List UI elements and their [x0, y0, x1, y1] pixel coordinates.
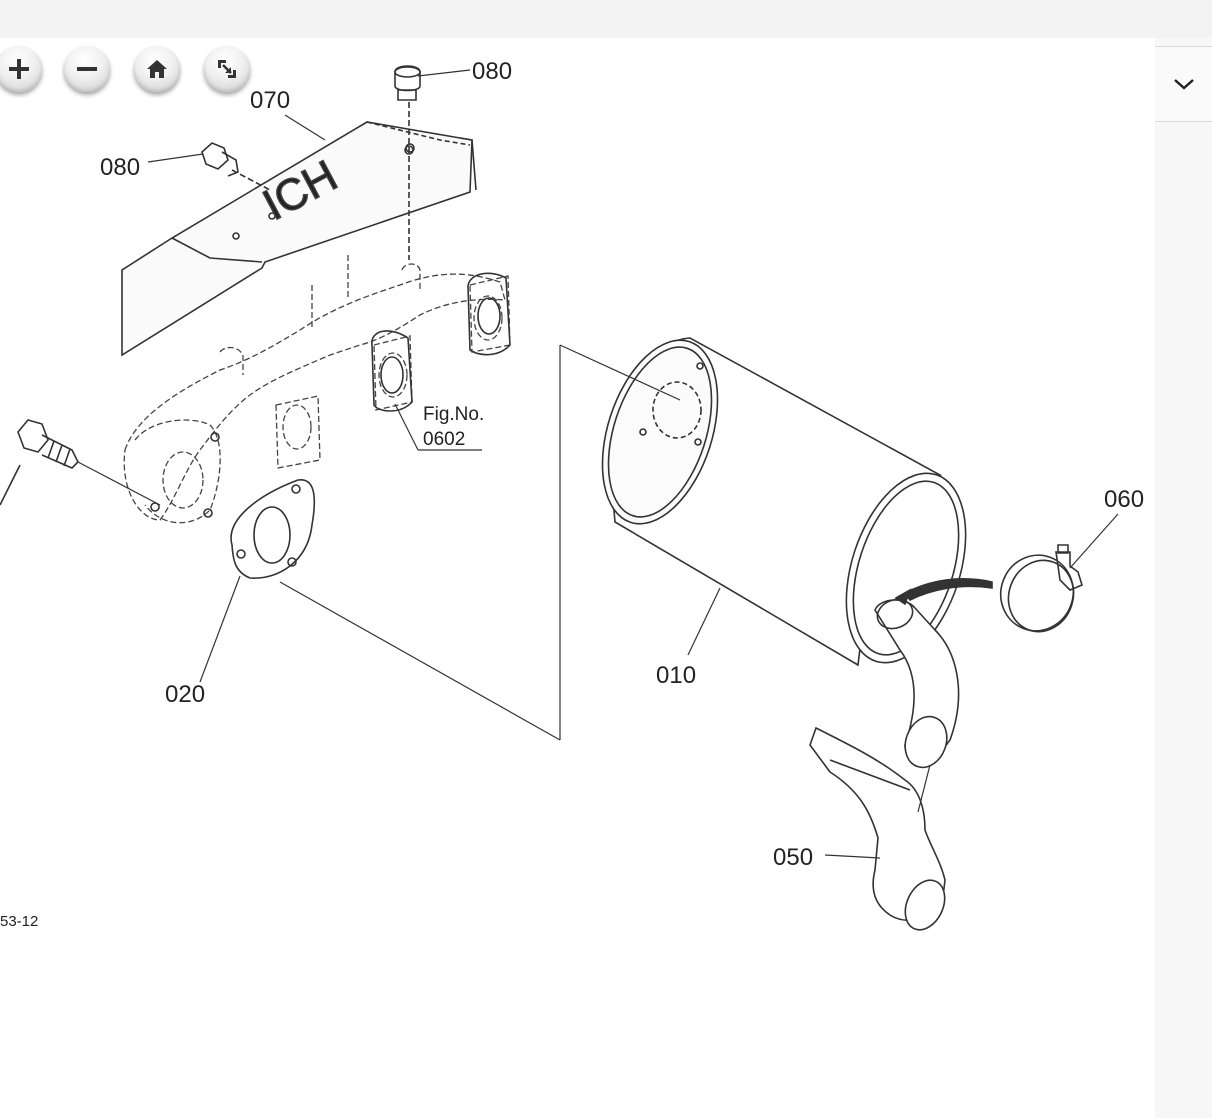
fit-screen-button[interactable]: [204, 46, 250, 92]
zoom-out-button[interactable]: [64, 46, 110, 92]
fit-screen-icon: [218, 60, 236, 78]
callout-080-top: 080: [472, 58, 512, 85]
stud-bolt-part: [0, 419, 79, 506]
callout-060: 060: [1104, 486, 1144, 513]
callout-080-left: 080: [100, 154, 140, 181]
home-button[interactable]: [134, 46, 180, 92]
leader-lines: [77, 69, 1119, 859]
minus-icon: [77, 67, 97, 71]
side-panel: [1155, 38, 1212, 1118]
figure-ref-label: Fig.No.: [423, 404, 484, 425]
heat-shield-part: [121, 121, 477, 357]
bolt-top-part: [394, 65, 421, 260]
drawing-code: 53-12: [0, 913, 38, 930]
bolt-left-part: [201, 142, 271, 191]
manifold-flanges: [150, 272, 511, 518]
chevron-down-icon: [1173, 79, 1194, 90]
top-bar: [0, 0, 1212, 38]
tail-pipe-part: [809, 726, 946, 931]
callout-070: 070: [250, 87, 290, 114]
panel-toggle-button[interactable]: [1155, 46, 1212, 122]
plus-icon: [9, 59, 29, 79]
zoom-in-button[interactable]: [0, 46, 42, 92]
hose-clamp-part: [999, 544, 1083, 633]
callout-050: 050: [773, 844, 813, 871]
gasket-part: [230, 479, 316, 579]
figure-ref-number: 0602: [423, 429, 465, 450]
callout-020: 020: [165, 681, 205, 708]
callout-010: 010: [656, 662, 696, 689]
home-icon: [147, 60, 167, 78]
muffler-part: [601, 337, 993, 769]
